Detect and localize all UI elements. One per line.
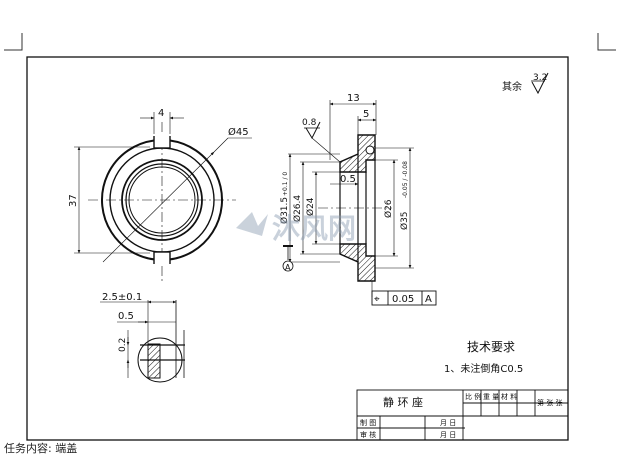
svg-text:其余: 其余 [502,80,522,93]
drawing-frame [26,56,569,441]
material-label: 材 料 [501,392,517,401]
svg-text:Ø31.5: Ø31.5 [279,197,290,224]
svg-text:A: A [425,294,432,305]
svg-text:+0.1 / 0: +0.1 / 0 [282,172,289,196]
corner-marks [4,33,616,51]
checked-label: 审 核 [360,430,376,439]
svg-text:0.2: 0.2 [118,338,128,352]
page-caption: 任务内容: 端盖 [4,442,78,455]
date-label-2: 月 日 [440,431,456,439]
sheet-label: 第 张 张 [537,398,562,407]
svg-text:13: 13 [347,93,360,104]
front-view: 4 Ø45 37 [68,108,252,282]
svg-text:Ø26.4: Ø26.4 [292,195,303,222]
watermark: 沐风网 [236,212,356,245]
scale-label: 比 例 [465,392,481,401]
section-view: 13 5 0.8 0.5 Ø31.5 +0.1 / 0 [279,93,437,306]
part-name: 静 环 座 [383,395,423,409]
watermark-logo-icon [236,212,268,236]
svg-text:4: 4 [158,108,164,119]
title-block [356,389,569,441]
svg-text:沐风网: 沐风网 [272,212,356,245]
svg-text:0.05: 0.05 [392,294,414,305]
position-tolerance-icon: ⌖ [374,294,380,305]
svg-text:37: 37 [68,194,79,207]
date-label-1: 月 日 [440,419,456,427]
svg-text:-0.05 / -0.08: -0.05 / -0.08 [402,161,409,198]
svg-text:5: 5 [363,109,369,120]
svg-text:2.5±0.1: 2.5±0.1 [102,292,142,303]
svg-text:0.5: 0.5 [340,174,356,185]
weight-label: 重 量 [483,393,499,401]
svg-text:1、未注倒角C0.5: 1、未注倒角C0.5 [444,362,523,375]
svg-text:技术要求: 技术要求 [467,340,515,354]
svg-text:A: A [285,263,291,272]
svg-text:Ø35: Ø35 [399,211,410,230]
svg-text:Ø24: Ø24 [305,197,316,216]
detail-view: 2.5±0.1 0.5 0.2 [100,292,185,383]
svg-text:Ø45: Ø45 [228,126,249,138]
svg-text:0.8: 0.8 [302,118,317,128]
svg-text:3.2: 3.2 [533,73,547,83]
roughness-symbol-icon [531,72,549,95]
svg-text:Ø26: Ø26 [383,199,394,218]
drawn-label: 制 图 [360,418,376,427]
technical-notes: 技术要求 1、未注倒角C0.5 [444,340,523,375]
svg-text:0.5: 0.5 [118,311,134,322]
general-roughness: 其余 3.2 [502,72,549,95]
